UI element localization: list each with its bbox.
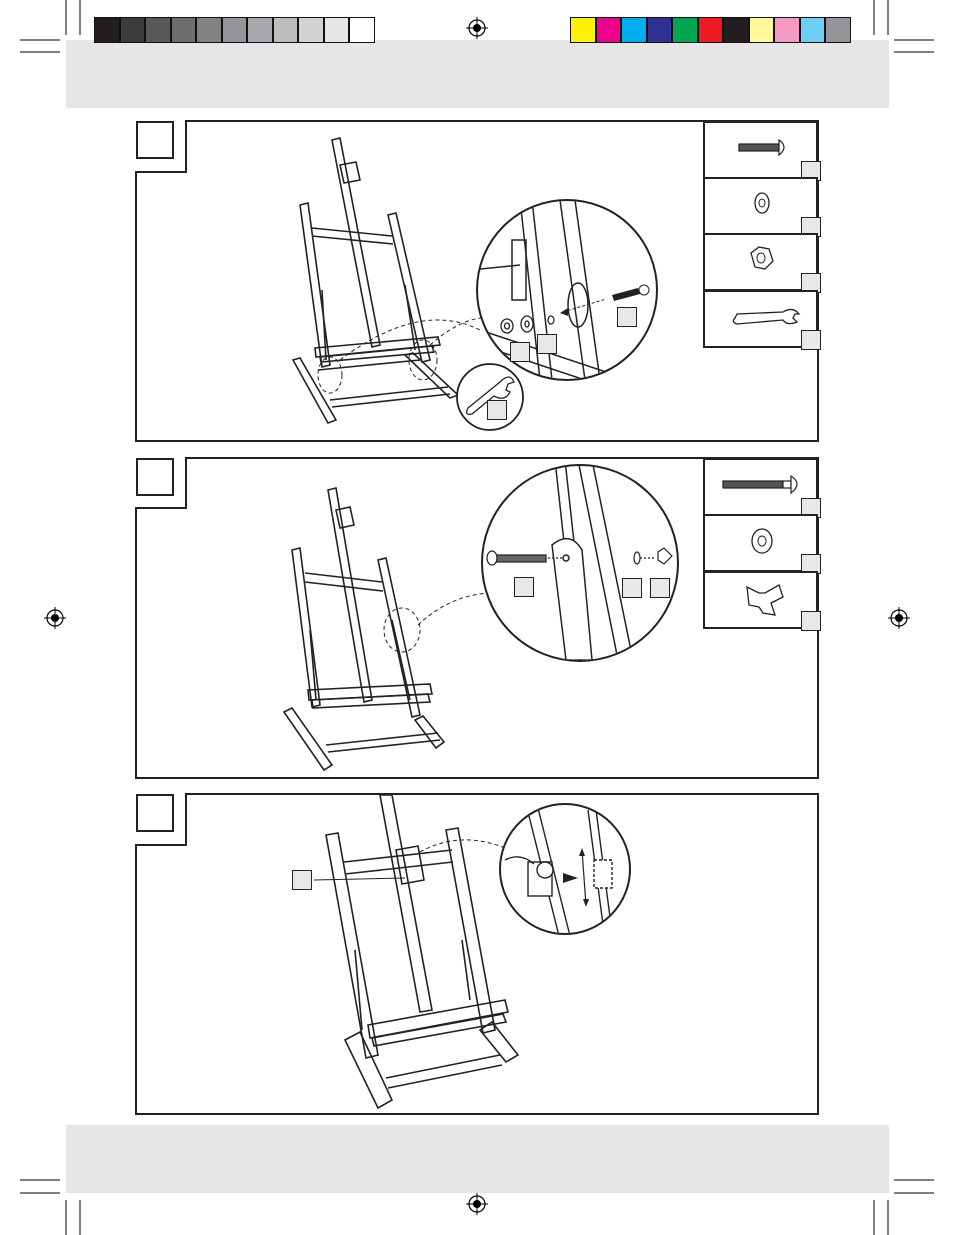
step-1-number-box bbox=[136, 121, 174, 159]
color-swatch bbox=[799, 17, 825, 43]
part-label-tag bbox=[801, 611, 821, 631]
part-cell-nut bbox=[703, 233, 821, 293]
part-cell-washer bbox=[703, 177, 821, 237]
part-label-tag bbox=[622, 578, 642, 598]
step-3-number-box bbox=[136, 794, 174, 832]
lock-nut-icon bbox=[750, 246, 774, 270]
washer-icon bbox=[754, 192, 770, 214]
part-label-tag bbox=[514, 577, 534, 597]
gray-swatch bbox=[247, 17, 273, 43]
part-label-tag bbox=[510, 342, 530, 362]
gray-swatch bbox=[272, 17, 298, 43]
color-swatch bbox=[672, 17, 698, 43]
part-cell-wing-nut bbox=[703, 571, 821, 631]
step-2-number-box bbox=[136, 458, 174, 496]
washer-large-icon bbox=[751, 528, 773, 554]
color-swatch bbox=[570, 17, 596, 43]
grayscale-swatch-bar bbox=[94, 17, 375, 43]
gray-swatch bbox=[145, 17, 171, 43]
wing-nut-icon bbox=[746, 584, 784, 616]
color-swatch-bar bbox=[570, 17, 851, 43]
part-label-tag bbox=[650, 578, 670, 598]
gray-swatch bbox=[221, 17, 247, 43]
gray-swatch bbox=[94, 17, 120, 43]
gray-swatch bbox=[119, 17, 145, 43]
carriage-bolt-long-icon bbox=[722, 474, 798, 495]
part-label-tag bbox=[292, 870, 312, 890]
color-swatch bbox=[748, 17, 774, 43]
gray-swatch bbox=[196, 17, 222, 43]
part-label-tag bbox=[801, 330, 821, 350]
registration-mark-icon bbox=[466, 17, 488, 39]
part-cell-washer-large bbox=[703, 514, 821, 574]
gray-swatch bbox=[349, 17, 375, 43]
part-label-tag bbox=[617, 307, 637, 327]
registration-mark-icon bbox=[466, 1193, 488, 1215]
color-swatch bbox=[697, 17, 723, 43]
carriage-bolt-short-icon bbox=[738, 138, 785, 157]
footer-band bbox=[66, 1125, 889, 1193]
color-swatch bbox=[774, 17, 800, 43]
part-label-tag bbox=[487, 400, 507, 420]
part-label-tag bbox=[537, 334, 557, 354]
gray-swatch bbox=[170, 17, 196, 43]
registration-mark-icon bbox=[888, 607, 910, 629]
color-swatch bbox=[621, 17, 647, 43]
header-band bbox=[66, 40, 889, 108]
wrench-icon bbox=[732, 308, 801, 325]
color-swatch bbox=[825, 17, 851, 43]
color-swatch bbox=[723, 17, 749, 43]
part-cell-wrench bbox=[703, 290, 821, 350]
color-swatch bbox=[646, 17, 672, 43]
gray-swatch bbox=[323, 17, 349, 43]
registration-mark-icon bbox=[44, 607, 66, 629]
gray-swatch bbox=[298, 17, 324, 43]
color-swatch bbox=[595, 17, 621, 43]
